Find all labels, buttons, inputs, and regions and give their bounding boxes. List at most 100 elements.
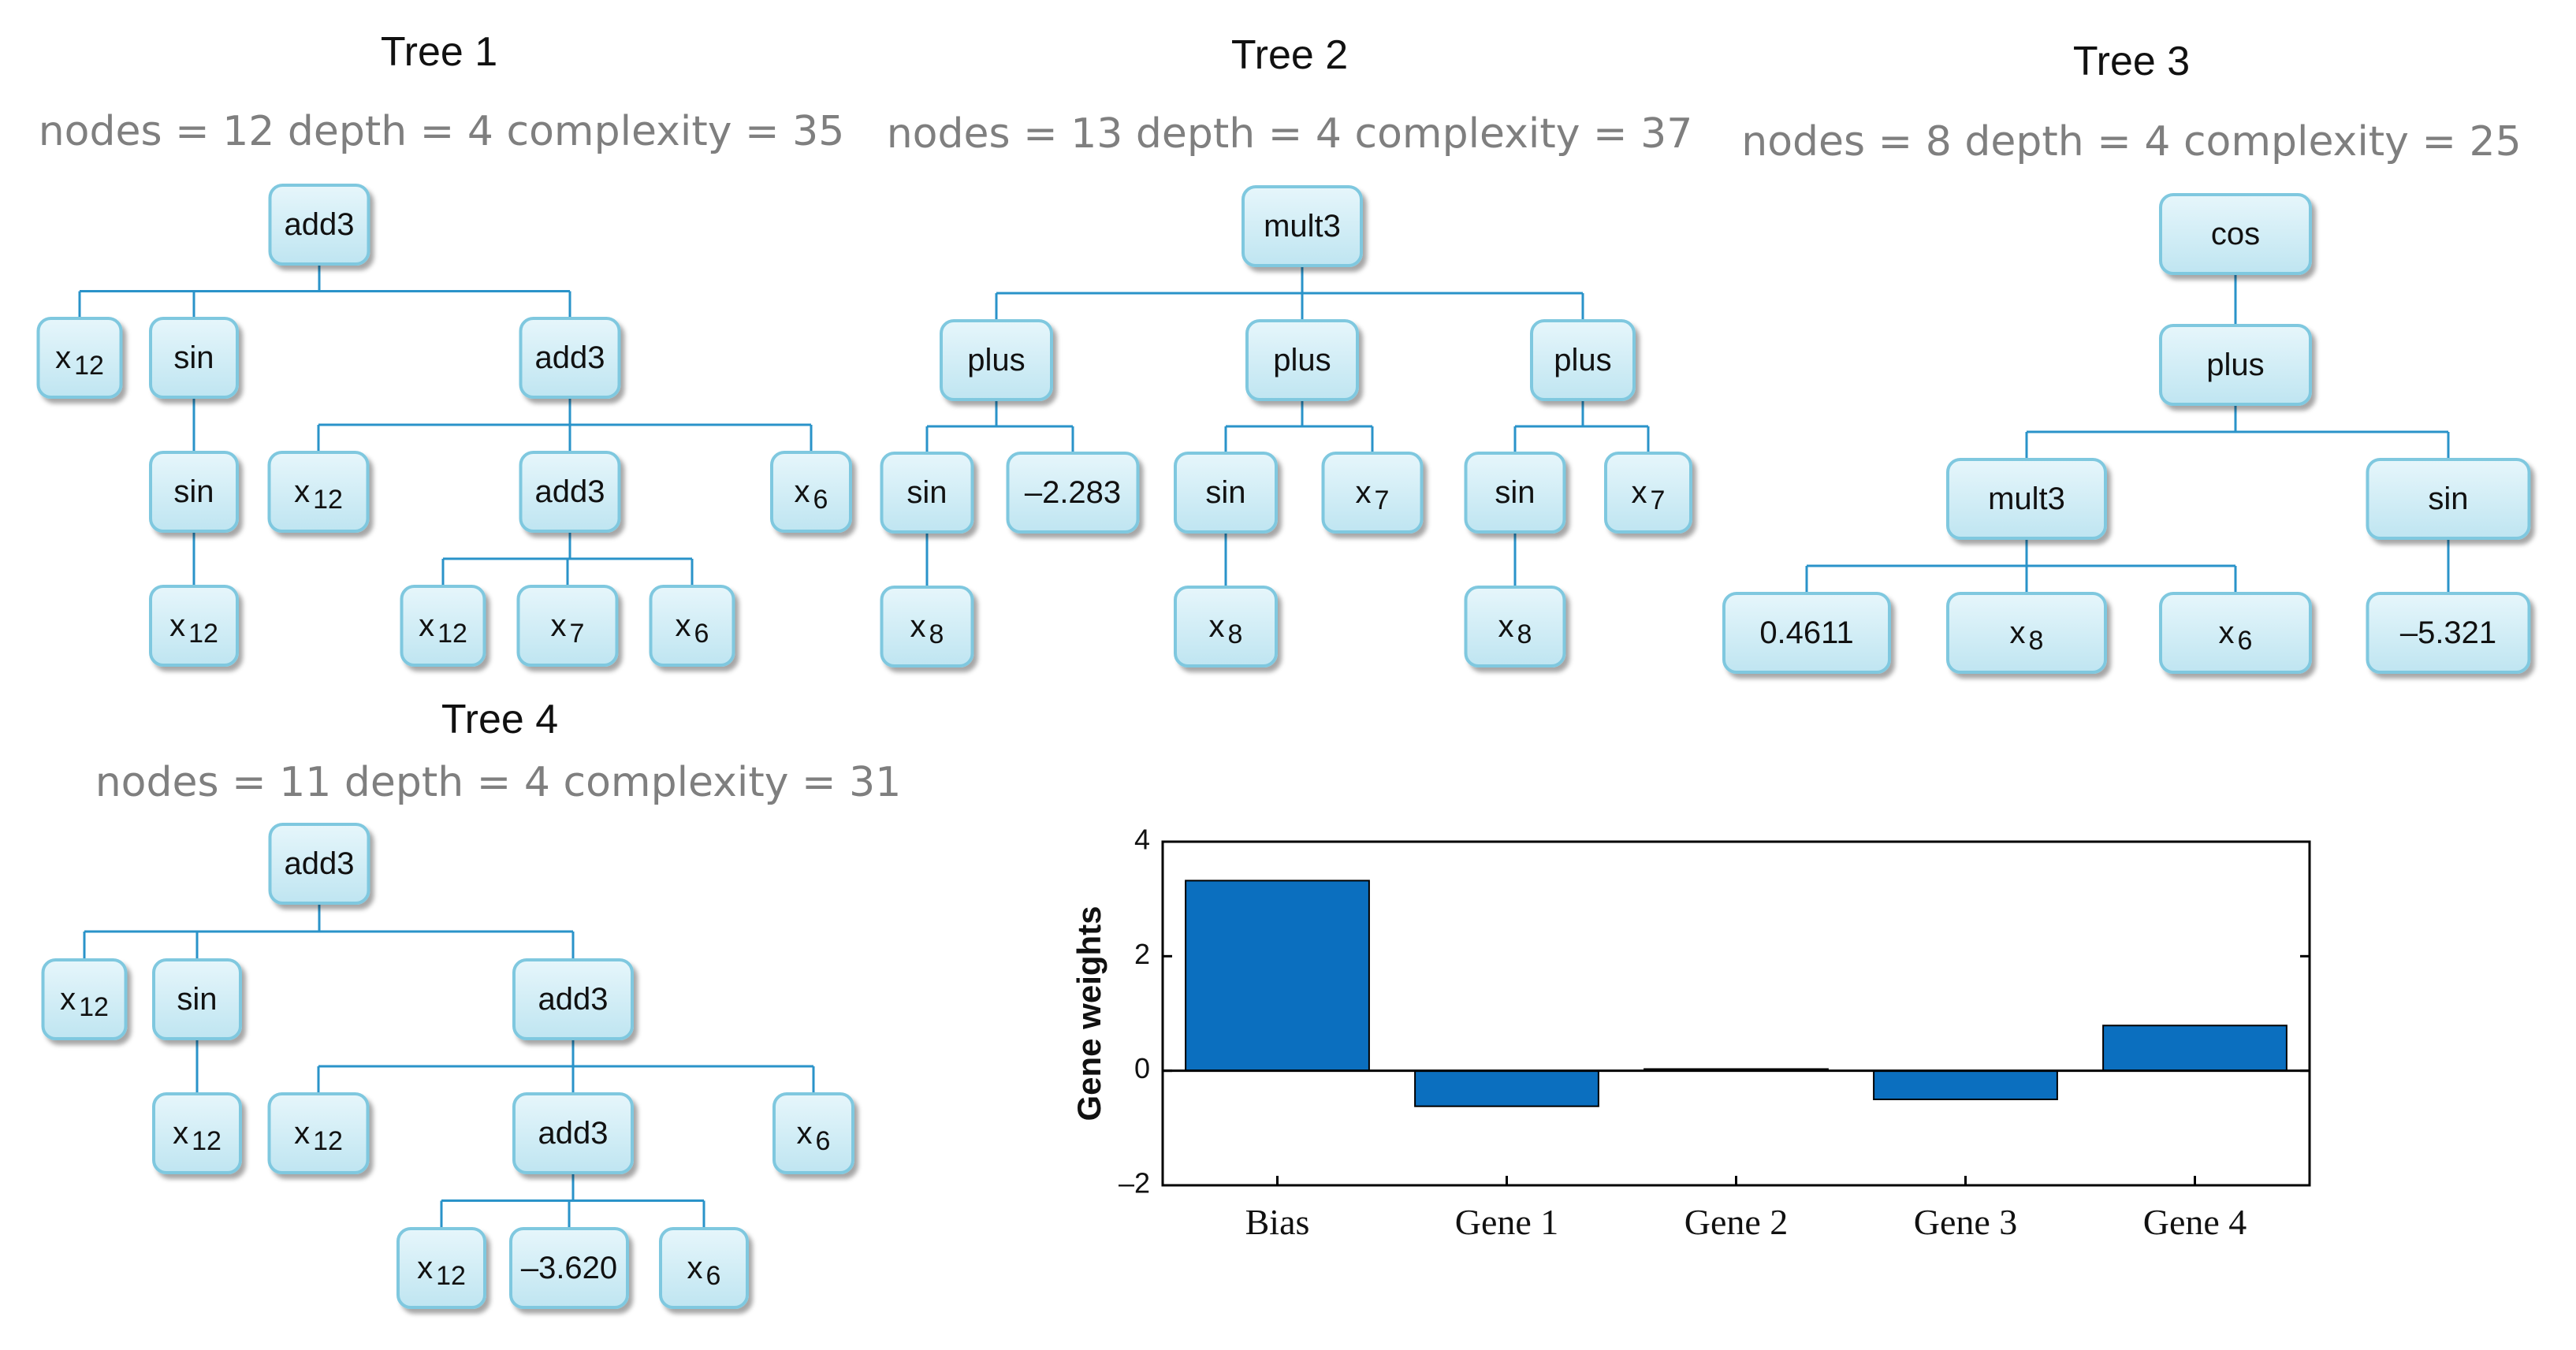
tree-node-box [1604,452,1692,534]
tree-node-box [149,317,239,399]
tree-node-text: x [169,608,185,643]
tree-node-text: plus [967,343,1025,377]
tree-node: –3.620 [509,1227,629,1309]
tree-node: sin [880,452,974,534]
tree-node: –5.321 [2366,592,2531,674]
tree-node-label: –3.620 [521,1251,617,1285]
tree-node-box [152,958,242,1040]
tree-node-label: plus [2206,348,2264,382]
tree-2-stats: nodes = 13 depth = 4 complexity = 37 [887,110,1693,158]
tree-node-box [149,451,239,533]
tree-node-box [1006,452,1140,534]
x-tick-label: Gene 2 [1684,1202,1789,1242]
tree-node-subscript: 7 [1651,485,1666,515]
tree-node-box [772,1092,854,1174]
tree-node-box [36,317,123,399]
tree-edge [1224,400,1374,453]
tree-node: mult3 [1241,185,1363,267]
tree-node-label: 0.4611 [1759,615,1853,650]
tree-node-box [396,1227,486,1309]
tree-node-text: add3 [538,1116,609,1151]
bar-bias [1185,880,1370,1072]
tree-node: cos [2159,193,2312,275]
tree-node-box [880,452,974,534]
tree-node-label: sin [2428,482,2468,516]
tree-node-box [41,958,128,1040]
tree-node-subscript: 8 [1517,619,1532,649]
tree-node-subscript: 6 [2238,626,2253,656]
tree-node-text: sin [906,475,947,510]
tree-node-label: mult3 [1264,209,1341,244]
y-tick-label: 4 [1134,824,1150,856]
tree-node-subscript: 12 [188,619,218,649]
tree-node-text: add3 [535,340,605,375]
tree-node-box [267,1092,370,1174]
tree-node-text: x [1209,609,1225,644]
tree-node-text: add3 [535,474,605,509]
tree-node-label: sin [1205,475,1245,510]
tree-node-text: x [60,982,76,1017]
tree-node-box [2366,592,2531,674]
tree-node-text: 0.4611 [1759,615,1853,650]
tree-node-box [1530,319,1636,401]
tree-edge [1805,538,2237,593]
tree-node-text: x [795,474,810,509]
tree-1-title: Tree 1 [381,29,497,75]
tree-node-text: plus [1273,343,1331,377]
x-tick-label: Gene 4 [2143,1202,2247,1242]
tree-node: sin [1174,452,1278,534]
tree-node: sin [2366,458,2531,540]
tree-node-text: x [2219,615,2235,650]
tree-node-subscript: 12 [79,992,109,1022]
tree-node-box [149,585,239,667]
tree-node-text: sin [2428,482,2468,516]
tree-node-label: add3 [535,474,605,509]
tree-node-label: plus [1273,343,1331,377]
tree-edge [441,531,694,586]
tree-node-box [1174,452,1278,534]
tree-node-box [1464,452,1566,534]
tree-node-text: x [419,608,434,643]
tree-node-box [400,585,486,667]
tree-node: add3 [512,1092,634,1174]
x-tick-label: Gene 1 [1455,1202,1559,1242]
tree-node-subscript: 7 [1375,485,1390,515]
tree-node: add3 [268,823,370,905]
tree-node-box [1245,319,1359,401]
tree-node: add3 [519,451,621,533]
tree-node: plus [2159,324,2312,406]
tree-node-text: x [1632,475,1647,510]
tree-node-text: add3 [285,846,355,881]
tree-1-stats: nodes = 12 depth = 4 complexity = 35 [39,108,845,155]
tree-node-text: sin [1495,475,1535,510]
tree-node-subscript: 8 [1228,619,1243,649]
tree-node-box [509,1227,629,1309]
tree-node-subscript: 6 [706,1261,721,1291]
tree-node: sin [1464,452,1566,534]
tree-node-box [519,317,621,399]
bar-gene-4 [2102,1025,2288,1072]
tree-node-text: mult3 [1264,209,1341,244]
